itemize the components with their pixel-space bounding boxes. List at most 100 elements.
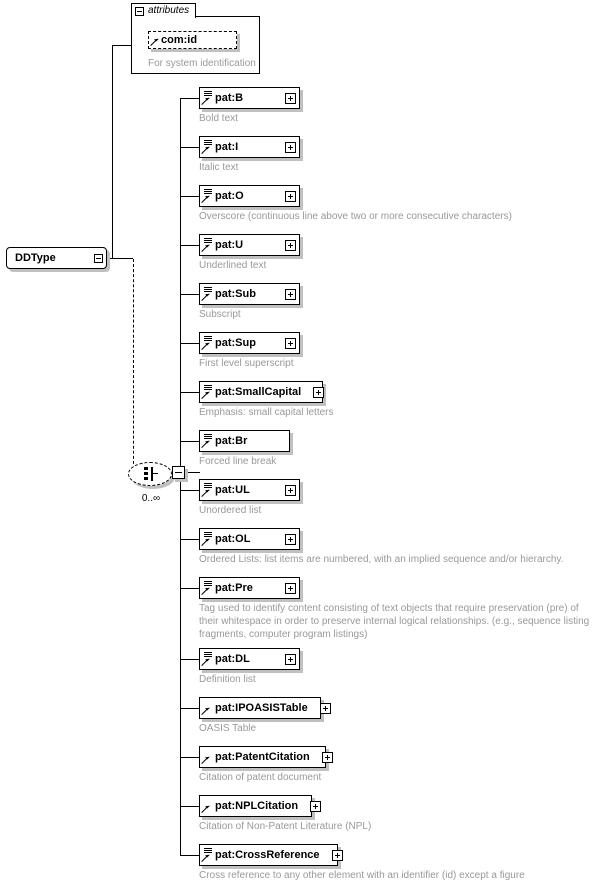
element-node-pat-patentcitation[interactable]: pat:PatentCitation [199, 746, 333, 771]
choice-ellipse [128, 462, 172, 486]
element-name: pat:NPLCitation [215, 799, 299, 812]
element-box-inner[interactable]: pat:CrossReference [199, 844, 343, 866]
plus-box-icon[interactable] [319, 702, 331, 714]
connector-stub-1 [180, 98, 200, 99]
element-box-inner[interactable]: pat:O [199, 185, 300, 207]
plus-box-icon[interactable] [285, 337, 296, 349]
minus-box-icon[interactable] [135, 6, 144, 16]
element-icon-wrap [202, 699, 212, 717]
element-arrow-icon [202, 92, 210, 106]
element-icon-wrap [202, 579, 212, 597]
element-name: pat:CrossReference [215, 848, 320, 861]
element-arrow-icon [202, 702, 210, 716]
attribute-node-com-id[interactable]: com:id [148, 31, 240, 52]
element-description-pat-ipoasistable: OASIS Table [199, 723, 257, 734]
element-node-pat-nplcitation[interactable]: pat:NPLCitation [199, 795, 322, 820]
minus-box-icon[interactable] [94, 253, 103, 263]
connector-stub-12 [180, 659, 200, 660]
connector-stub-9 [180, 490, 200, 491]
element-box-inner[interactable]: pat:OL [199, 528, 300, 550]
connector-stub-11 [180, 588, 200, 589]
element-node-pat-crossreference[interactable]: pat:CrossReference [199, 844, 343, 869]
element-node-pat-i[interactable]: pat:I [199, 136, 303, 161]
element-node-pat-ol[interactable]: pat:OL [199, 528, 303, 553]
element-arrow-icon [202, 533, 210, 547]
plus-box-icon[interactable] [310, 800, 322, 812]
root-node-inner[interactable]: DDType [6, 247, 107, 269]
element-node-pat-sub[interactable]: pat:Sub [199, 283, 303, 308]
element-box-inner[interactable]: pat:PatentCitation [199, 746, 333, 768]
attribute-name: com:id [161, 34, 198, 46]
plus-box-icon[interactable] [331, 849, 343, 861]
plus-box-icon[interactable] [285, 92, 296, 104]
element-name: pat:B [215, 91, 244, 104]
plus-box-icon[interactable] [285, 141, 296, 153]
element-box-inner[interactable]: pat:I [199, 136, 300, 158]
element-node-pat-smallcapital[interactable]: pat:SmallCapital [199, 381, 326, 406]
plus-box-icon[interactable] [285, 582, 296, 594]
element-node-pat-pre[interactable]: pat:Pre [199, 577, 303, 602]
attribute-arrow-icon [151, 33, 159, 47]
element-name: pat:DL [215, 652, 250, 665]
element-name: pat:Sub [215, 287, 256, 300]
attributes-tab[interactable]: attributes [131, 3, 197, 18]
plus-box-icon[interactable] [285, 484, 296, 496]
element-box-inner[interactable]: pat:Pre [199, 577, 300, 599]
element-box-inner[interactable]: pat:NPLCitation [199, 795, 322, 817]
connector-stub-5 [180, 294, 200, 295]
connector-stub-16 [180, 855, 200, 856]
attribute-box-inner[interactable]: com:id [148, 31, 237, 49]
element-name: pat:I [215, 140, 239, 153]
connector-stub-14 [180, 757, 200, 758]
plus-box-icon[interactable] [285, 533, 296, 545]
element-node-pat-ul[interactable]: pat:UL [199, 479, 303, 504]
plus-box-icon[interactable] [285, 653, 296, 665]
element-box-inner[interactable]: pat:B [199, 87, 300, 109]
element-description-pat-crossreference: Cross reference to any other element wit… [199, 870, 525, 881]
connector-stub-7 [180, 392, 200, 393]
element-name: pat:UL [215, 483, 250, 496]
connector-stub-10 [180, 539, 200, 540]
plus-box-icon[interactable] [285, 239, 296, 251]
element-name: pat:IPOASISTable [215, 701, 308, 714]
element-box-inner[interactable]: pat:DL [199, 648, 300, 670]
root-node-label: DDType [15, 252, 56, 264]
plus-box-icon[interactable] [321, 751, 333, 763]
element-arrow-icon [202, 141, 210, 155]
choice-node[interactable] [128, 462, 188, 490]
plus-box-icon[interactable] [285, 190, 296, 202]
element-icon-wrap [202, 383, 212, 401]
element-node-pat-o[interactable]: pat:O [199, 185, 303, 210]
element-icon-wrap [202, 187, 212, 205]
connector-stub-4 [180, 245, 200, 246]
element-description-pat-patentcitation: Citation of patent document [199, 772, 322, 783]
element-box-inner[interactable]: pat:U [199, 234, 300, 256]
connector-trunk-to-attributes [112, 45, 132, 46]
element-node-pat-b[interactable]: pat:B [199, 87, 303, 112]
connector-stub-8 [180, 441, 200, 442]
element-box-inner[interactable]: pat:Sub [199, 283, 300, 305]
element-node-pat-ipoasistable[interactable]: pat:IPOASISTable [199, 697, 331, 722]
element-node-pat-u[interactable]: pat:U [199, 234, 303, 259]
element-node-pat-sup[interactable]: pat:Sup [199, 332, 303, 357]
element-node-pat-dl[interactable]: pat:DL [199, 648, 303, 673]
element-box-inner[interactable]: pat:SmallCapital [199, 381, 325, 403]
root-node-ddtype[interactable]: DDType [6, 247, 110, 272]
element-box-inner[interactable]: pat:Br [199, 430, 290, 452]
element-icon-wrap [202, 236, 212, 254]
plus-box-icon[interactable] [313, 386, 325, 398]
element-description-pat-dl: Definition list [199, 674, 256, 685]
element-icon-wrap [202, 89, 212, 107]
element-box-inner[interactable]: pat:UL [199, 479, 300, 501]
element-box-inner[interactable]: pat:IPOASISTable [199, 697, 331, 719]
element-arrow-icon [202, 239, 210, 253]
connector-trunk-vertical [112, 45, 113, 259]
plus-box-icon[interactable] [285, 288, 296, 300]
connector-stub-3 [180, 196, 200, 197]
connector-stub-15 [180, 806, 200, 807]
element-description-pat-ul: Unordered list [199, 505, 262, 516]
element-node-pat-br[interactable]: pat:Br [199, 430, 293, 455]
element-icon-wrap [202, 334, 212, 352]
element-box-inner[interactable]: pat:Sup [199, 332, 300, 354]
